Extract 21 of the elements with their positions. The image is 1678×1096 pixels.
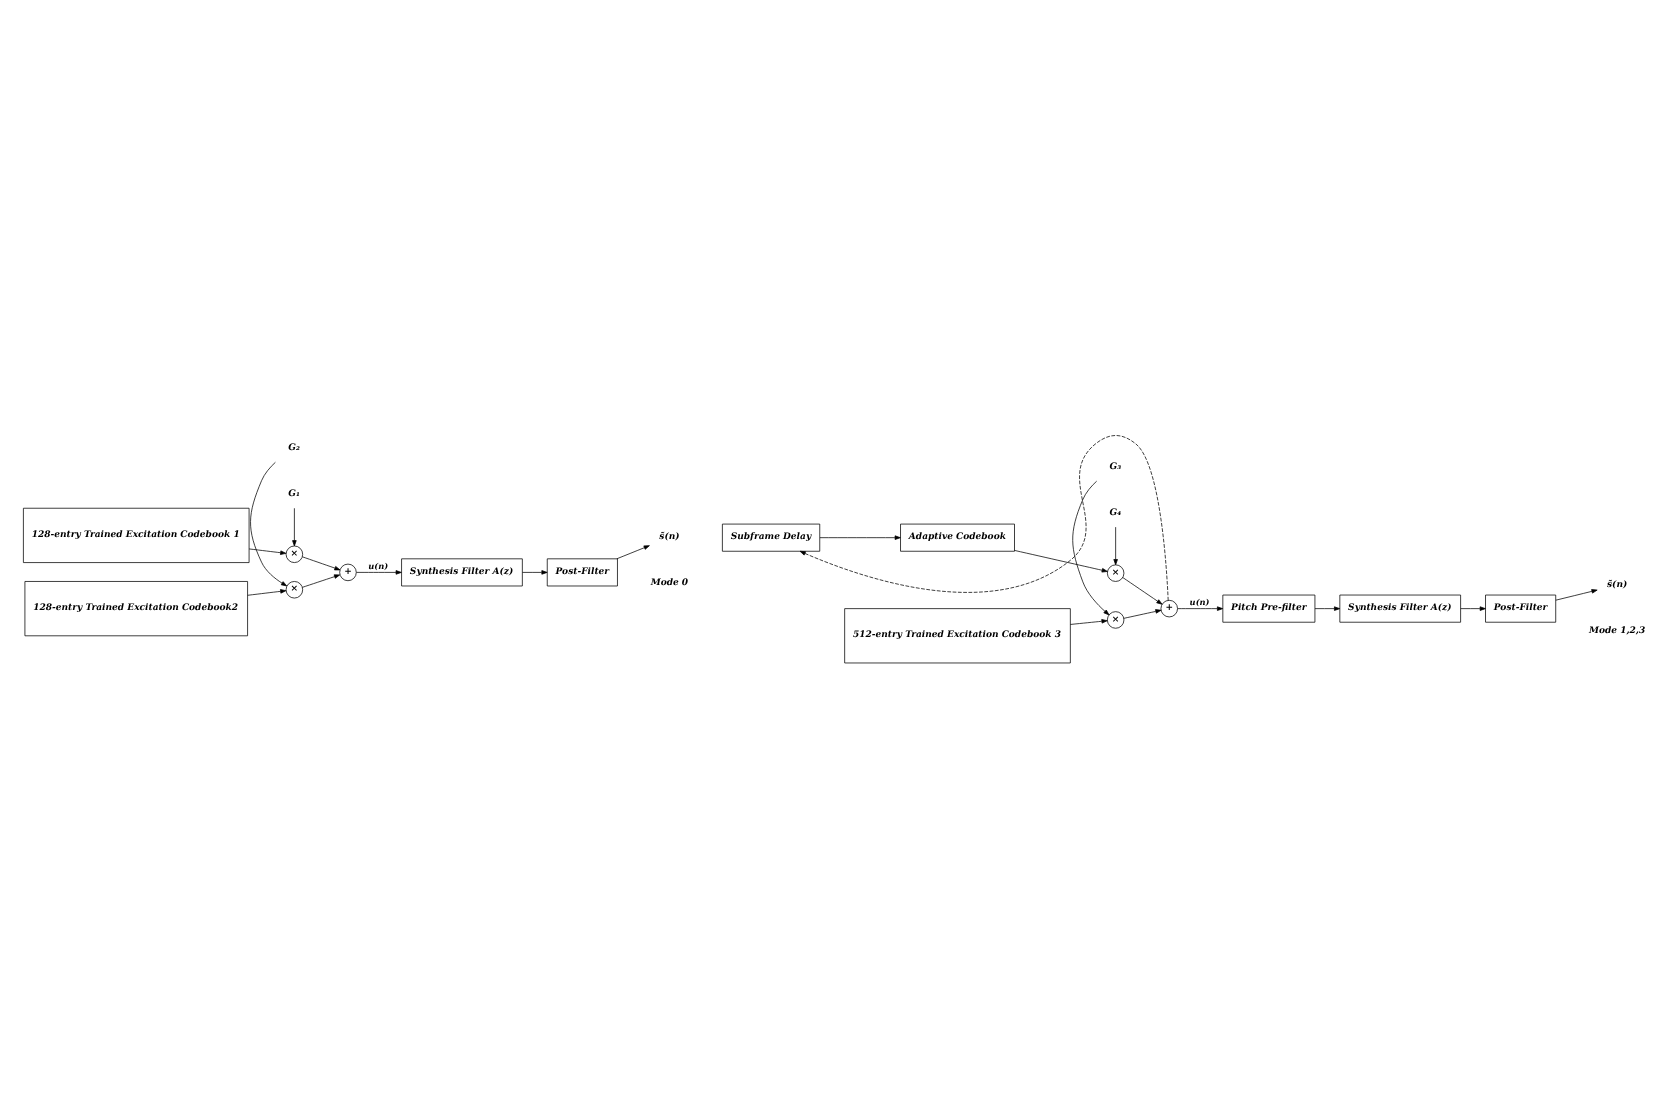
arrow (799, 434, 1169, 600)
arrow (248, 547, 287, 554)
arrow (1070, 618, 1108, 624)
arrow (819, 534, 901, 539)
arrow (522, 569, 548, 574)
arrow (1014, 549, 1108, 572)
arrow (247, 588, 287, 595)
arrow (250, 460, 288, 586)
arrow (1314, 605, 1341, 610)
arrow (1123, 608, 1162, 618)
arrow (1460, 605, 1486, 610)
arrow (616, 544, 650, 559)
arrow (292, 506, 297, 546)
arrow (1072, 479, 1110, 615)
arrow (1177, 605, 1224, 610)
arrow (302, 573, 341, 587)
arrow (1122, 576, 1163, 604)
arrow (356, 569, 402, 574)
arrow (1113, 525, 1118, 565)
arrow (1555, 588, 1598, 600)
arrow (302, 555, 341, 570)
